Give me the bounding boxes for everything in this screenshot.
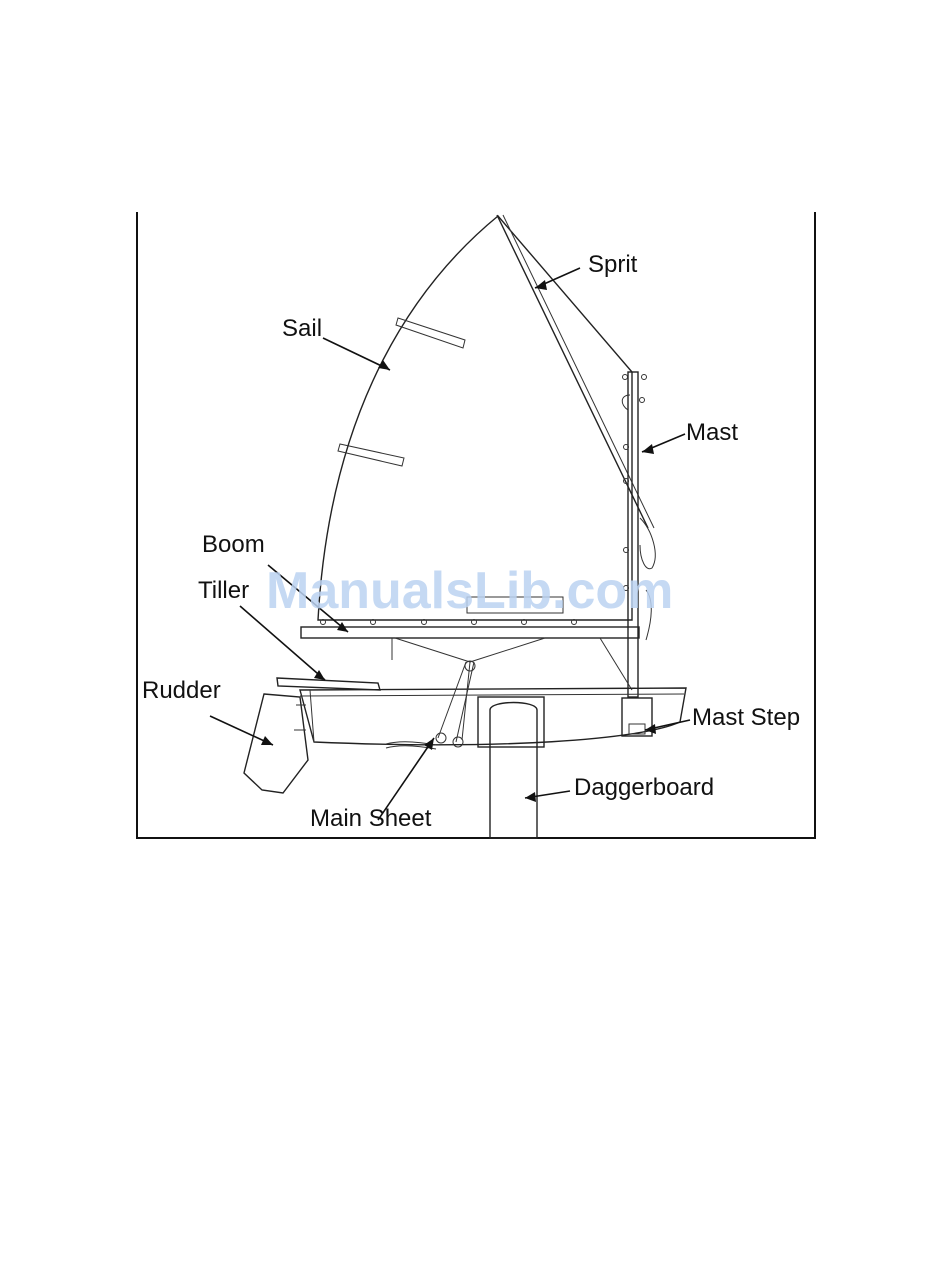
label-boom: Boom bbox=[202, 531, 265, 558]
tiller-arm bbox=[277, 678, 380, 690]
sail-shape bbox=[318, 216, 632, 620]
label-tiller: Tiller bbox=[198, 577, 249, 604]
sail-batten-upper bbox=[396, 318, 465, 348]
watermark-text: ManualsLib.com bbox=[266, 562, 673, 620]
label-mast: Mast bbox=[686, 419, 738, 446]
label-main-sheet: Main Sheet bbox=[310, 805, 432, 832]
mast-spar bbox=[628, 372, 638, 697]
label-sprit: Sprit bbox=[588, 251, 638, 278]
label-rudder: Rudder bbox=[142, 677, 221, 704]
label-mast-step: Mast Step bbox=[692, 704, 800, 731]
boom-spar bbox=[301, 627, 639, 638]
daggerboard-blade bbox=[490, 703, 537, 839]
label-sail: Sail bbox=[282, 315, 322, 342]
rudder-blade bbox=[244, 694, 308, 793]
main-sheet-lines bbox=[386, 661, 475, 749]
label-arrows bbox=[210, 268, 690, 820]
label-daggerboard: Daggerboard bbox=[574, 774, 714, 801]
